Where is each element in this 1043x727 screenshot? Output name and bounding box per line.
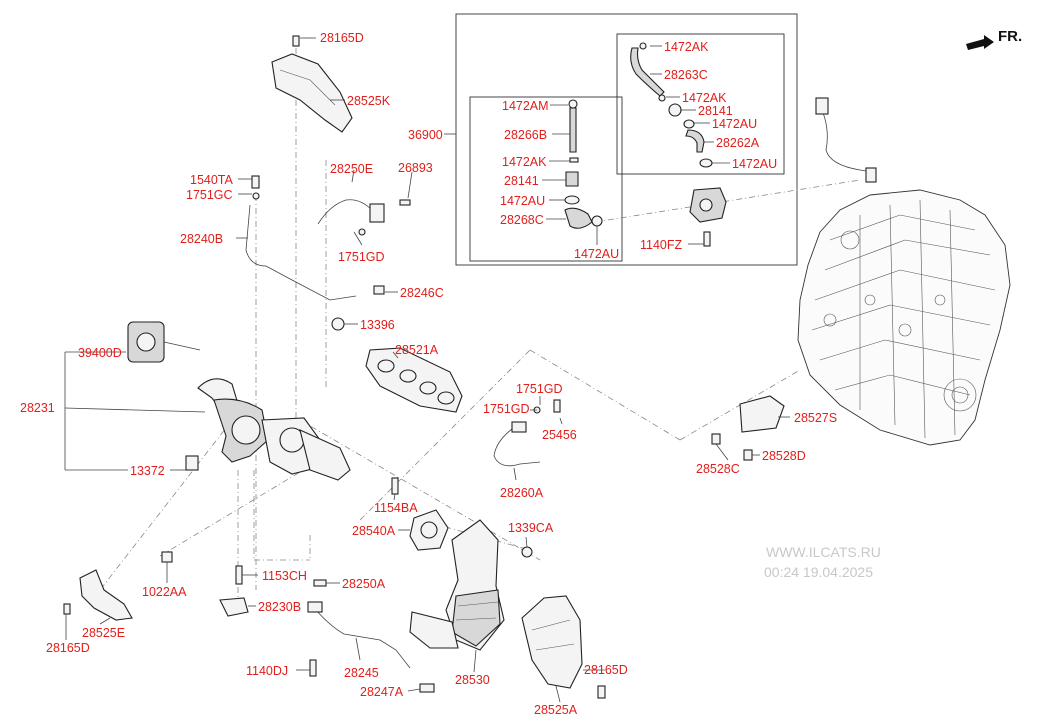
leader-lines bbox=[64, 37, 790, 703]
coolant-parts bbox=[564, 42, 727, 247]
label-28246C: 28246C bbox=[400, 286, 444, 300]
catalytic-converter bbox=[409, 519, 505, 651]
heat-shield-catalyst bbox=[521, 595, 606, 699]
coolant-group-left-box bbox=[469, 96, 623, 262]
label-1472AK-c: 1472AK bbox=[682, 91, 727, 105]
watermark-timestamp: 00:24 19.04.2025 bbox=[764, 564, 873, 580]
front-arrow-icon bbox=[966, 35, 994, 50]
label-28540A: 28540A bbox=[352, 524, 396, 538]
label-28528C: 28528C bbox=[696, 462, 740, 476]
label-1472AK-b: 1472AK bbox=[664, 40, 709, 54]
label-26893: 26893 bbox=[398, 161, 433, 175]
label-1472AM: 1472AM bbox=[502, 99, 549, 113]
label-28240B: 28240B bbox=[180, 232, 223, 246]
label-28250E: 28250E bbox=[330, 162, 373, 176]
nut-13396 bbox=[331, 317, 345, 331]
label-1472AK-a: 1472AK bbox=[502, 155, 547, 169]
label-28260A: 28260A bbox=[500, 486, 544, 500]
bracket-28230B bbox=[219, 597, 249, 617]
nut-1339CA bbox=[521, 546, 533, 558]
label-28525E: 28525E bbox=[82, 626, 125, 640]
label-28250A: 28250A bbox=[342, 577, 386, 591]
label-1751GD-c: 1751GD bbox=[483, 402, 530, 416]
fitting-28246C bbox=[373, 285, 385, 295]
label-1751GC: 1751GC bbox=[186, 188, 233, 202]
label-28521A: 28521A bbox=[395, 343, 439, 357]
label-1540TA: 1540TA bbox=[190, 173, 234, 187]
coolant-hose-28250E bbox=[317, 199, 411, 236]
label-28245: 28245 bbox=[344, 666, 379, 680]
label-28525A: 28525A bbox=[534, 703, 578, 717]
bracket-28527S bbox=[711, 395, 785, 461]
label-1140DJ: 1140DJ bbox=[246, 664, 288, 678]
label-13396: 13396 bbox=[360, 318, 395, 332]
label-1140FZ: 1140FZ bbox=[640, 238, 683, 252]
oil-feed-pipe bbox=[245, 175, 357, 301]
label-1472AU-d: 1472AU bbox=[732, 157, 777, 171]
heat-shield-upper bbox=[271, 35, 353, 133]
label-1154BA: 1154BA bbox=[374, 501, 418, 515]
label-28262A: 28262A bbox=[716, 136, 760, 150]
label-13372: 13372 bbox=[130, 464, 165, 478]
label-25456: 25456 bbox=[542, 428, 577, 442]
turbocharger bbox=[185, 378, 351, 481]
label-28141-a: 28141 bbox=[504, 174, 539, 188]
label-28530: 28530 bbox=[455, 673, 490, 687]
label-28528D: 28528D bbox=[762, 449, 806, 463]
bolt-1140DJ bbox=[309, 659, 317, 677]
front-direction-indicator: FR. bbox=[966, 28, 1022, 50]
label-28268C: 28268C bbox=[500, 213, 544, 227]
label-1022AA: 1022AA bbox=[142, 585, 187, 599]
label-1751GD-b: 1751GD bbox=[516, 382, 563, 396]
coolant-group-outer-box bbox=[455, 13, 798, 266]
label-28247A: 28247A bbox=[360, 685, 404, 699]
label-28165D-top: 28165D bbox=[320, 31, 364, 45]
label-1751GD-a: 1751GD bbox=[338, 250, 385, 264]
stud-1154BA bbox=[391, 477, 399, 495]
label-28165D-left: 28165D bbox=[46, 641, 90, 655]
label-1153CH: 1153CH bbox=[262, 569, 307, 583]
gasket-28540A bbox=[409, 509, 449, 551]
engine-block bbox=[797, 189, 1011, 446]
wiring-harness bbox=[815, 97, 877, 183]
label-1472AU-c: 1472AU bbox=[712, 117, 757, 131]
label-39400D: 39400D bbox=[78, 346, 122, 360]
label-1472AU-a: 1472AU bbox=[500, 194, 545, 208]
label-28141-b: 28141 bbox=[698, 104, 733, 118]
stud-1153CH bbox=[235, 565, 243, 585]
heat-shield-lower bbox=[63, 569, 133, 621]
coolant-group-right-box bbox=[616, 33, 785, 175]
label-28266B: 28266B bbox=[504, 128, 547, 142]
label-28263C: 28263C bbox=[664, 68, 708, 82]
nut-1022AA bbox=[161, 551, 173, 563]
front-direction-label: FR. bbox=[998, 28, 1022, 45]
label-1339CA: 1339CA bbox=[508, 521, 554, 535]
part-labels: 28165D 28525K 1540TA 1751GC 28250E 26893… bbox=[20, 31, 837, 717]
oil-return-pipe bbox=[307, 601, 411, 669]
wastegate-actuator bbox=[127, 321, 201, 363]
label-28525K: 28525K bbox=[347, 94, 391, 108]
fitting-28247A bbox=[419, 683, 435, 693]
label-28527S: 28527S bbox=[794, 411, 837, 425]
label-28230B: 28230B bbox=[258, 600, 301, 614]
label-1472AU-b: 1472AU bbox=[574, 247, 619, 261]
fitting-28250A bbox=[313, 579, 327, 587]
watermark-site: WWW.ILCATS.RU bbox=[766, 544, 881, 560]
label-28231: 28231 bbox=[20, 401, 55, 415]
label-28165D-right: 28165D bbox=[584, 663, 628, 677]
label-36900: 36900 bbox=[408, 128, 443, 142]
exhaust-gasket bbox=[365, 347, 463, 413]
